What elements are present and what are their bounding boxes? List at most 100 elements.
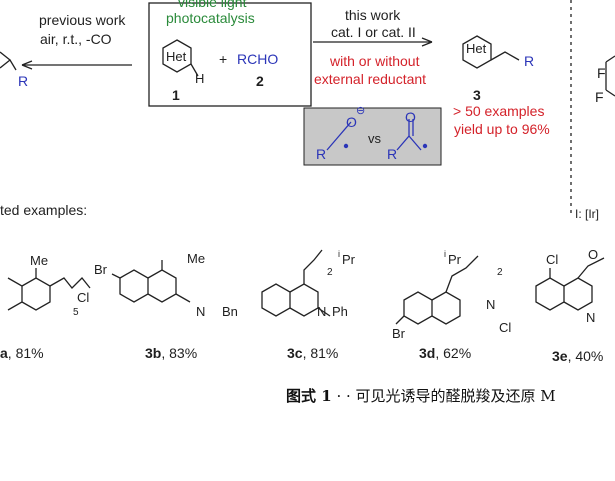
- photocatalysis-label: photocatalysis: [166, 10, 255, 26]
- cmpd-3e-cl-2: Cl: [499, 320, 512, 335]
- scheme-caption-number: 图式 1: [286, 387, 332, 405]
- catalyst-label: cat. I or cat. II: [331, 24, 416, 40]
- cmpd-3d-id: 3d: [419, 345, 436, 361]
- compound-1-label: 1: [172, 87, 180, 103]
- compound-3-label: 3: [473, 87, 481, 103]
- compound-2-label: 2: [256, 73, 264, 89]
- cmpd-3e-o: O: [588, 247, 599, 262]
- cmpd-3e-yield: , 40%: [567, 348, 604, 364]
- cmpd-3c-ipr: Pr: [342, 252, 355, 267]
- acyl-oxygen: O: [405, 109, 416, 125]
- cmpd-3d-br: Br: [392, 326, 405, 341]
- previous-work-label: previous work: [39, 12, 126, 28]
- left-partial-bond-r: [9, 59, 17, 71]
- cmpd-3c-id: 3c: [287, 345, 303, 361]
- cmpd-3e-ring-a: [535, 277, 565, 311]
- product-r-group: R: [524, 53, 535, 69]
- cmpd-3d-br: [395, 315, 405, 325]
- right-partial-bonds: [605, 55, 615, 97]
- cmpd-3d-caption: 3d, 62%: [419, 346, 471, 360]
- scheme-caption: 图式 1 · · 可见光诱导的醛脱羧及还原 M: [286, 389, 556, 404]
- cmpd-a-subscript: 5: [73, 307, 79, 318]
- previous-work-arrowhead: [21, 60, 33, 70]
- cmpd-3c-subscript: 2: [327, 267, 333, 278]
- cmpd-3b-yield: , 83%: [161, 345, 198, 361]
- fluorine-2: F: [595, 89, 604, 105]
- inset-vs: vs: [368, 131, 381, 146]
- previous-work-conditions: air, r.t., -CO: [40, 32, 112, 46]
- this-work-label: this work: [345, 7, 401, 23]
- cmpd-3c-yield: , 81%: [302, 345, 339, 361]
- cmpd-3b-id: 3b: [145, 345, 162, 361]
- this-work-arrowhead: [421, 37, 433, 47]
- cmpd-3b-n: N: [196, 304, 206, 319]
- cmpd-3c-ph: Ph: [332, 304, 348, 319]
- het-label-1: Het: [166, 49, 187, 64]
- cmpd-3c-ring-b: [289, 283, 319, 317]
- cmpd-3e-cl-1: Cl: [546, 252, 559, 267]
- rcho-label: RCHO: [237, 51, 279, 67]
- selected-examples-label: ted examples:: [0, 202, 88, 218]
- cmpd-3d-ipr: Pr: [448, 252, 461, 267]
- hetarene-1-h-bond: [190, 63, 199, 77]
- cmpd-3b-br: [111, 273, 121, 279]
- mechanism-inset: [303, 107, 442, 166]
- left-partial-bond: [0, 51, 12, 69]
- cmpd-3b-ring-b: [147, 269, 177, 303]
- cmpd-3e-n: N: [586, 310, 596, 325]
- alkoxide-charge: ⊖: [356, 105, 366, 117]
- product-ring: [462, 35, 492, 69]
- left-r-group: R: [18, 73, 29, 89]
- plus-sign: +: [219, 51, 228, 67]
- catalyst-legend: I: [Ir]: [575, 207, 599, 221]
- cmpd-3e-caption: 3e, 40%: [552, 349, 603, 363]
- yield-max: yield up to 96%: [454, 121, 550, 137]
- cmpd-3e-o: [577, 257, 605, 279]
- alkoxide-bonds: [326, 121, 352, 151]
- radical-dot-2: [422, 143, 428, 149]
- visible-light-label: visible light: [178, 0, 247, 10]
- cmpd-a-me-label: Me: [30, 253, 49, 268]
- cmpd-3e-ring-b: [563, 277, 593, 311]
- product-chain: [490, 51, 520, 61]
- het-label-product: Het: [466, 41, 487, 56]
- cmpd-3d-chain: [445, 255, 479, 293]
- h-atom: H: [195, 71, 205, 86]
- inset-r-2: R: [387, 146, 398, 162]
- radical-dot-1: [343, 143, 349, 149]
- scheme-caption-text: · · 可见光诱导的醛脱羧及还原 M: [331, 387, 556, 405]
- alkoxide-oxygen: O: [346, 114, 357, 130]
- cmpd-3d-iso-i: i: [444, 249, 446, 259]
- cmpd-3d-ring-b: [431, 291, 461, 325]
- fluorine-1: F: [597, 65, 606, 81]
- cmpd-a-id: a: [0, 345, 8, 361]
- reductant-line-1: with or without: [330, 53, 420, 69]
- cmpd-3d-subscript: 2: [497, 267, 503, 278]
- cmpd-3c-n: N: [317, 304, 327, 319]
- cmpd-a-cl: Cl: [77, 290, 90, 305]
- cmpd-3e-id: 3e: [552, 348, 568, 364]
- cmpd-3c-chain: [303, 249, 323, 284]
- cmpd-3b-bn: [175, 293, 191, 303]
- examples-count: > 50 examples: [453, 103, 545, 119]
- cmpd-3b-br-label: Br: [94, 262, 107, 277]
- cmpd-3c-ph: [317, 307, 331, 317]
- cmpd-3c-iso-i: i: [338, 249, 340, 259]
- cmpd-3b-bn-label: Bn: [222, 304, 238, 319]
- previous-work-conditions-text: air, r.t., -CO: [40, 31, 112, 47]
- cmpd-3c-ring-a: [261, 283, 291, 317]
- cmpd-3b-caption: 3b, 83%: [145, 346, 197, 360]
- cmpd-3b-me-label: Me: [187, 251, 206, 266]
- inset-r-1: R: [316, 146, 327, 162]
- cmpd-3d-ring-a: [403, 291, 433, 325]
- hetarene-ring-1: [162, 39, 192, 73]
- cmpd-a-yield: , 81%: [7, 345, 44, 361]
- cmpd-a-chain: [49, 277, 91, 289]
- reductant-line-2: external reductant: [314, 71, 427, 87]
- cmpd-3b-ring-a: [119, 269, 149, 303]
- reactant-box: [148, 2, 312, 107]
- cmpd-a-caption: a, 81%: [0, 346, 44, 360]
- cmpd-a-ring: [7, 277, 51, 311]
- cmpd-3d-n: N: [486, 297, 496, 312]
